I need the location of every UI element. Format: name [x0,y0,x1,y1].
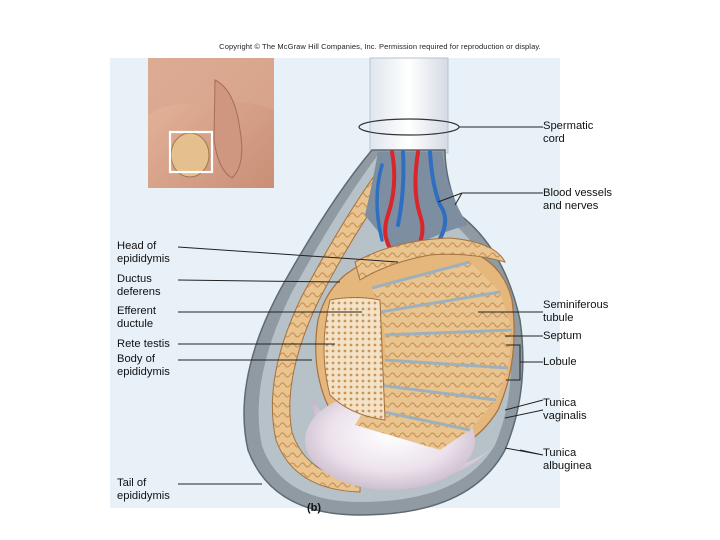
label-tunica-vaginalis: Tunica vaginalis [543,397,587,423]
figure-panel-label: (b) [307,502,321,514]
label-tunica-albuginea: Tunica albuginea [543,447,592,473]
inset-illustration [148,58,274,188]
label-lobule: Lobule [543,356,577,369]
label-efferent-ductule: Efferent ductule [117,305,156,331]
label-body-of-epididymis: Body of epididymis [117,353,170,379]
label-spermatic-cord: Spermatic cord [543,120,593,146]
spermatic-cord [359,58,459,153]
label-tail-of-epididymis: Tail of epididymis [117,477,170,503]
inset-testis [171,133,209,177]
label-seminiferous-tubule: Seminiferous tubule [543,299,608,325]
label-ductus-deferens: Ductus deferens [117,273,161,299]
label-blood-vessels-and-nerves: Blood vessels and nerves [543,187,612,213]
label-rete-testis: Rete testis [117,338,170,351]
label-septum: Septum [543,330,582,343]
label-head-of-epididymis: Head of epididymis [117,240,170,266]
